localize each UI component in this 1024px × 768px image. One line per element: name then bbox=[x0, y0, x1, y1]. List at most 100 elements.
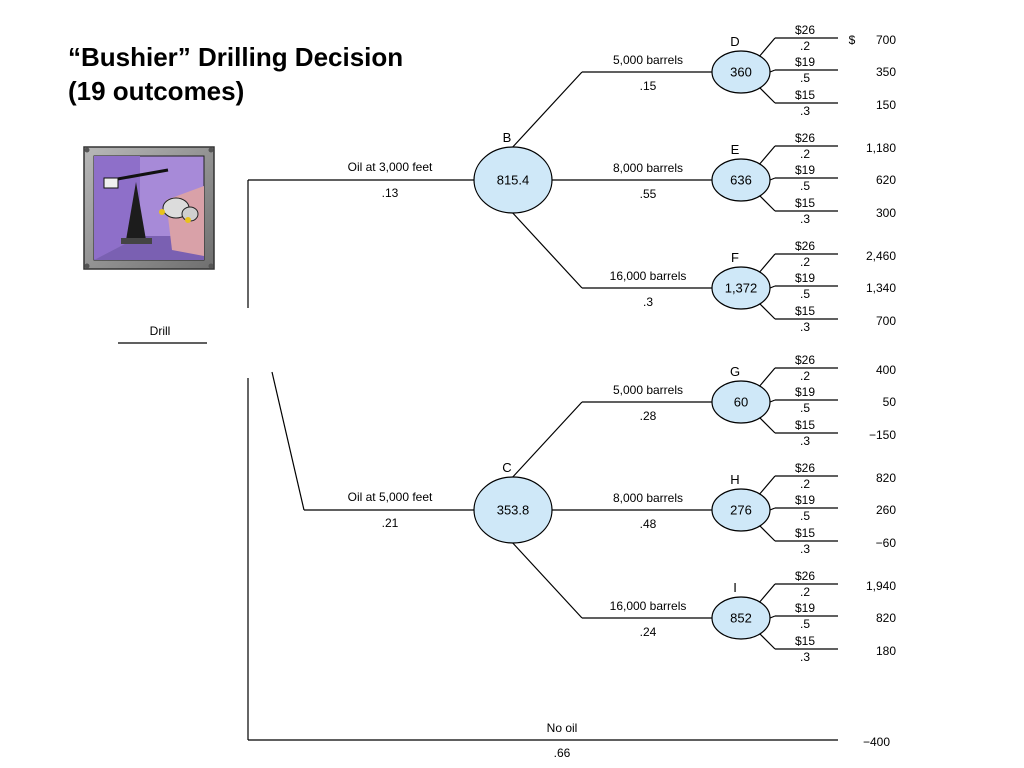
node-f-outcome-1-price: $26 bbox=[795, 239, 815, 253]
node-i-letter: I bbox=[733, 580, 737, 595]
node-e-outcome-1-price: $26 bbox=[795, 131, 815, 145]
node-f-outcome-3-prob: .3 bbox=[800, 320, 810, 334]
node-c-value: 353.8 bbox=[497, 503, 530, 518]
node-i-branch-label: 16,000 barrels bbox=[610, 599, 687, 613]
node-g-outcome-1-prob: .2 bbox=[800, 369, 810, 383]
node-i-outcome-1-stem-line bbox=[757, 583, 776, 605]
node-f-outcome-2-payoff: 1,340 bbox=[866, 281, 896, 295]
node-c-node bbox=[473, 476, 553, 544]
node-d-outcome-1-price: $26 bbox=[795, 23, 815, 37]
node-i-outcome-1-price: $26 bbox=[795, 569, 815, 583]
node-f-outcome-3-payoff: 700 bbox=[876, 314, 896, 328]
no-oil-branch-label: No oil bbox=[547, 721, 578, 735]
node-e-node bbox=[711, 158, 771, 202]
oil-derrick-pump-icon bbox=[83, 146, 215, 270]
node-b-value: 815.4 bbox=[497, 173, 530, 188]
node-g-outcome-1-stem-line bbox=[757, 367, 776, 389]
node-h-outcome-3-price: $15 bbox=[795, 526, 815, 540]
node-d-value: 360 bbox=[730, 65, 752, 80]
node-g-outcome-1-price: $26 bbox=[795, 353, 815, 367]
node-b-node bbox=[473, 146, 553, 214]
node-i-branch-diag-line bbox=[509, 539, 583, 619]
node-b-branch-prob: .13 bbox=[382, 186, 399, 200]
node-h-outcome-2-payoff: 260 bbox=[876, 503, 896, 517]
node-d-outcome-2-stem-line bbox=[769, 69, 776, 73]
node-g-branch-label: 5,000 barrels bbox=[613, 383, 683, 397]
node-e-outcome-3-stem-line bbox=[757, 193, 776, 212]
node-e-outcome-2-prob: .5 bbox=[800, 179, 810, 193]
node-d-outcome-1-currency: $ bbox=[849, 33, 856, 47]
node-f-branch-diag-line bbox=[509, 209, 583, 289]
node-h-outcome-3-prob: .3 bbox=[800, 542, 810, 556]
node-d-outcome-1-stem-line bbox=[757, 37, 776, 59]
node-h-node bbox=[711, 488, 771, 532]
node-i-branch-prob: .24 bbox=[640, 625, 657, 639]
node-e-outcome-2-payoff: 620 bbox=[876, 173, 896, 187]
slide-title: “Bushier” Drilling Decision (19 outcomes… bbox=[68, 40, 403, 108]
node-g-outcome-1-payoff: 400 bbox=[876, 363, 896, 377]
tree-edges bbox=[118, 37, 838, 741]
node-h-outcome-1-payoff: 820 bbox=[876, 471, 896, 485]
node-e-branch-prob: .55 bbox=[640, 187, 657, 201]
node-e-outcome-1-prob: .2 bbox=[800, 147, 810, 161]
node-f-branch-prob: .3 bbox=[643, 295, 653, 309]
node-g-outcome-3-price: $15 bbox=[795, 418, 815, 432]
node-h-value: 276 bbox=[730, 503, 752, 518]
node-g-branch-prob: .28 bbox=[640, 409, 657, 423]
slide-title-line-1: “Bushier” Drilling Decision bbox=[68, 42, 404, 72]
node-g-letter: G bbox=[730, 364, 740, 379]
node-h-outcome-3-payoff: −60 bbox=[876, 536, 897, 550]
node-d-outcome-1-prob: .2 bbox=[800, 39, 810, 53]
node-g-outcome-3-stem-line bbox=[757, 415, 776, 434]
node-f-outcome-1-stem-line bbox=[757, 253, 776, 275]
node-d-outcome-3-price: $15 bbox=[795, 88, 815, 102]
node-h-outcome-1-prob: .2 bbox=[800, 477, 810, 491]
node-h-outcome-2-prob: .5 bbox=[800, 509, 810, 523]
node-h-outcome-2-price: $19 bbox=[795, 493, 815, 507]
node-i-outcome-1-payoff: 1,940 bbox=[866, 579, 896, 593]
branch-c-stem-line bbox=[271, 371, 305, 511]
node-e-outcome-3-payoff: 300 bbox=[876, 206, 896, 220]
node-h-outcome-2-stem-line bbox=[769, 507, 776, 511]
node-h-outcome-3-stem-line bbox=[757, 523, 776, 542]
node-g-outcome-3-prob: .3 bbox=[800, 434, 810, 448]
node-d-outcome-3-payoff: 150 bbox=[876, 98, 896, 112]
node-d-outcome-2-payoff: 350 bbox=[876, 65, 896, 79]
node-d-outcome-2-price: $19 bbox=[795, 55, 815, 69]
node-i-outcome-2-price: $19 bbox=[795, 601, 815, 615]
node-i-outcome-3-stem-line bbox=[757, 631, 776, 650]
node-e-letter: E bbox=[731, 142, 740, 157]
node-f-outcome-2-prob: .5 bbox=[800, 287, 810, 301]
node-i-outcome-1-prob: .2 bbox=[800, 585, 810, 599]
node-i-outcome-3-payoff: 180 bbox=[876, 644, 896, 658]
node-f-outcome-2-price: $19 bbox=[795, 271, 815, 285]
node-i-outcome-3-prob: .3 bbox=[800, 650, 810, 664]
node-h-letter: H bbox=[730, 472, 739, 487]
node-i-value: 852 bbox=[730, 611, 752, 626]
node-d-outcome-3-prob: .3 bbox=[800, 104, 810, 118]
drill-branch-label: Drill bbox=[150, 324, 171, 338]
node-f-node bbox=[711, 266, 771, 310]
node-g-outcome-2-price: $19 bbox=[795, 385, 815, 399]
node-c-branch-label: Oil at 5,000 feet bbox=[348, 490, 433, 504]
node-f-outcome-1-prob: .2 bbox=[800, 255, 810, 269]
node-e-outcome-3-prob: .3 bbox=[800, 212, 810, 226]
node-i-outcome-2-prob: .5 bbox=[800, 617, 810, 631]
slide-title-line-2: (19 outcomes) bbox=[68, 76, 245, 106]
node-g-outcome-2-payoff: 50 bbox=[883, 395, 897, 409]
node-b-branch-label: Oil at 3,000 feet bbox=[348, 160, 433, 174]
no-oil-branch-prob: .66 bbox=[554, 746, 571, 760]
node-e-branch-label: 8,000 barrels bbox=[613, 161, 683, 175]
node-h-outcome-1-stem-line bbox=[757, 475, 776, 497]
node-i-outcome-2-payoff: 820 bbox=[876, 611, 896, 625]
node-f-branch-label: 16,000 barrels bbox=[610, 269, 687, 283]
node-h-branch-prob: .48 bbox=[640, 517, 657, 531]
node-i-outcome-2-stem-line bbox=[769, 615, 776, 619]
node-g-outcome-2-stem-line bbox=[769, 399, 776, 403]
node-g-value: 60 bbox=[734, 395, 748, 410]
node-d-outcome-1-payoff: 700 bbox=[876, 33, 896, 47]
node-f-outcome-3-stem-line bbox=[757, 301, 776, 320]
node-e-value: 636 bbox=[730, 173, 752, 188]
node-i-outcome-3-price: $15 bbox=[795, 634, 815, 648]
